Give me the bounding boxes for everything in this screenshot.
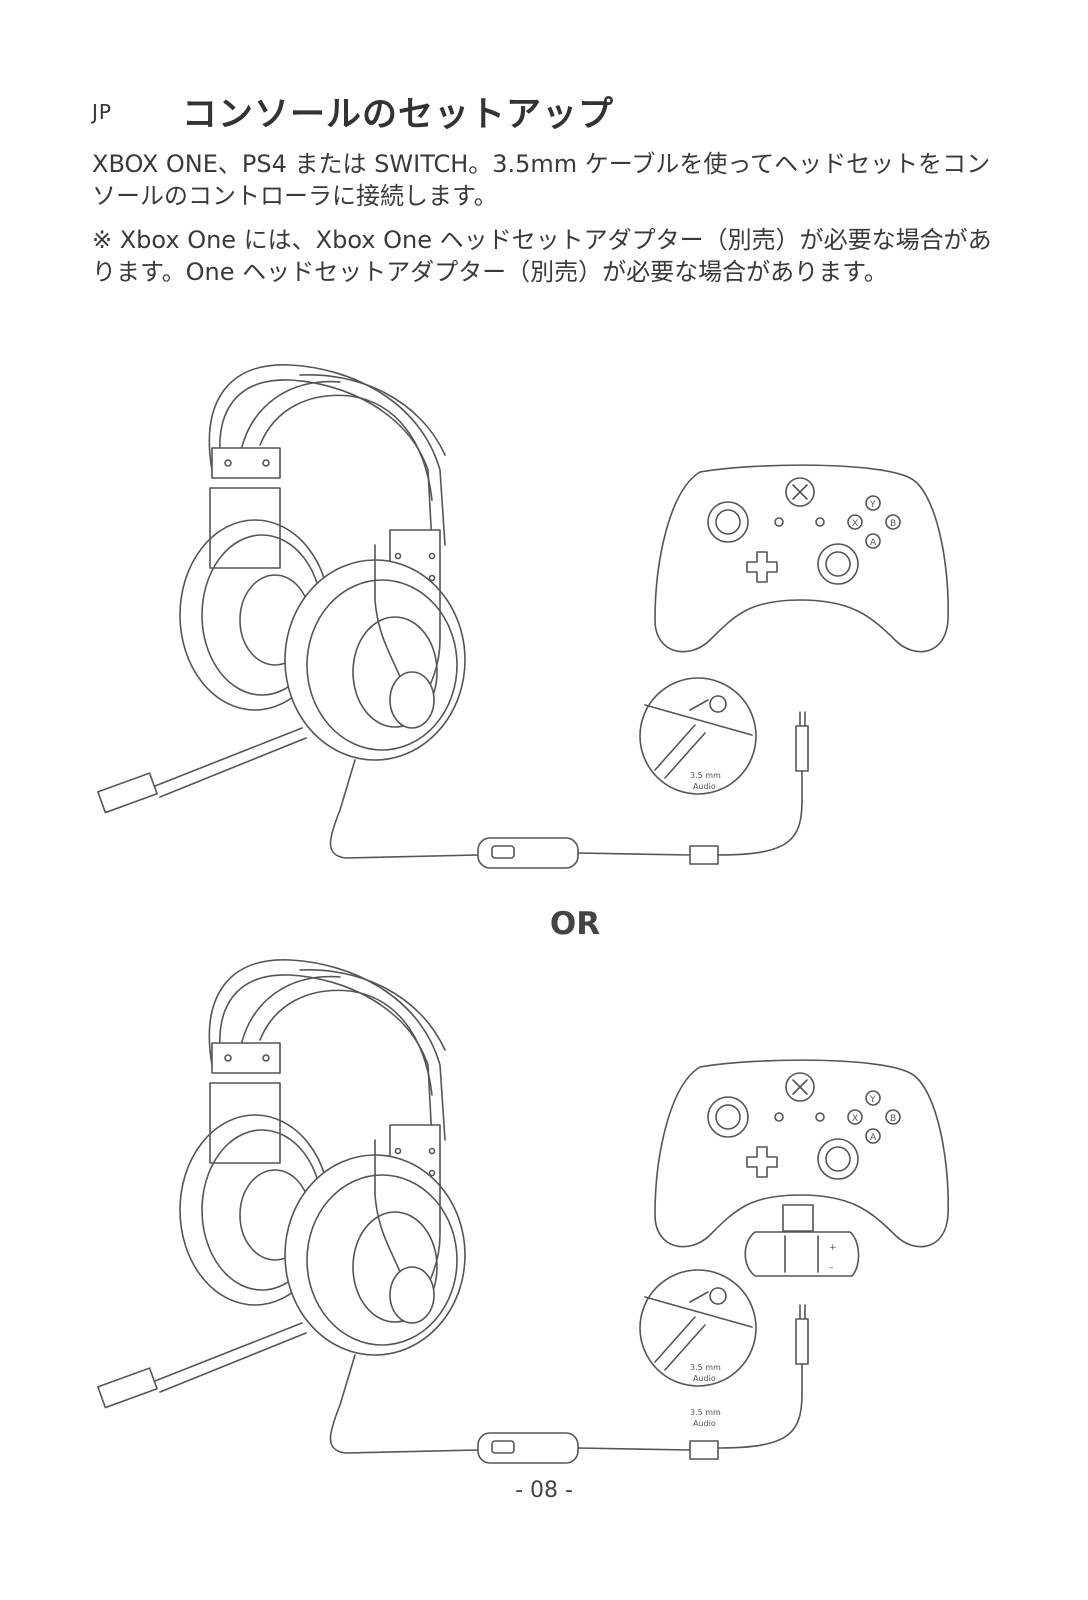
button-b-label: B (890, 1114, 896, 1124)
note-paragraph: ※ Xbox One には、Xbox One ヘッドセットアダプター（別売）が必… (92, 226, 992, 286)
button-b-label: B (890, 519, 896, 529)
button-x-label: X (852, 519, 858, 529)
page-title: コンソールのセットアップ (182, 95, 615, 135)
language-code: JP (92, 100, 112, 124)
jack-label: Audio (693, 782, 716, 791)
button-x-label: X (852, 1114, 858, 1124)
adapter-jack-label: Audio (693, 1419, 716, 1428)
jack-label: Audio (693, 1374, 716, 1383)
headset-illustration (97, 959, 719, 1464)
adapter-volume-down-label: – (829, 1263, 834, 1273)
instruction-paragraph: XBOX ONE、PS4 または SWITCH。3.5mm ケーブルを使ってヘッ… (92, 150, 991, 210)
headset-adapter-illustration: + – (744, 1204, 860, 1277)
button-y-label: Y (869, 1095, 876, 1105)
button-a-label: A (870, 1133, 877, 1143)
button-a-label: A (870, 538, 877, 548)
headset-illustration (97, 364, 719, 869)
jack-label: 3.5 mm (690, 771, 721, 780)
controller-illustration (654, 464, 949, 653)
page-number: - 08 - (515, 1478, 573, 1503)
jack-label: 3.5 mm (690, 1363, 721, 1372)
adapter-jack-label: 3.5 mm (690, 1408, 721, 1417)
button-y-label: Y (869, 500, 876, 510)
or-separator: OR (549, 906, 601, 942)
adapter-volume-up-label: + (829, 1243, 837, 1253)
